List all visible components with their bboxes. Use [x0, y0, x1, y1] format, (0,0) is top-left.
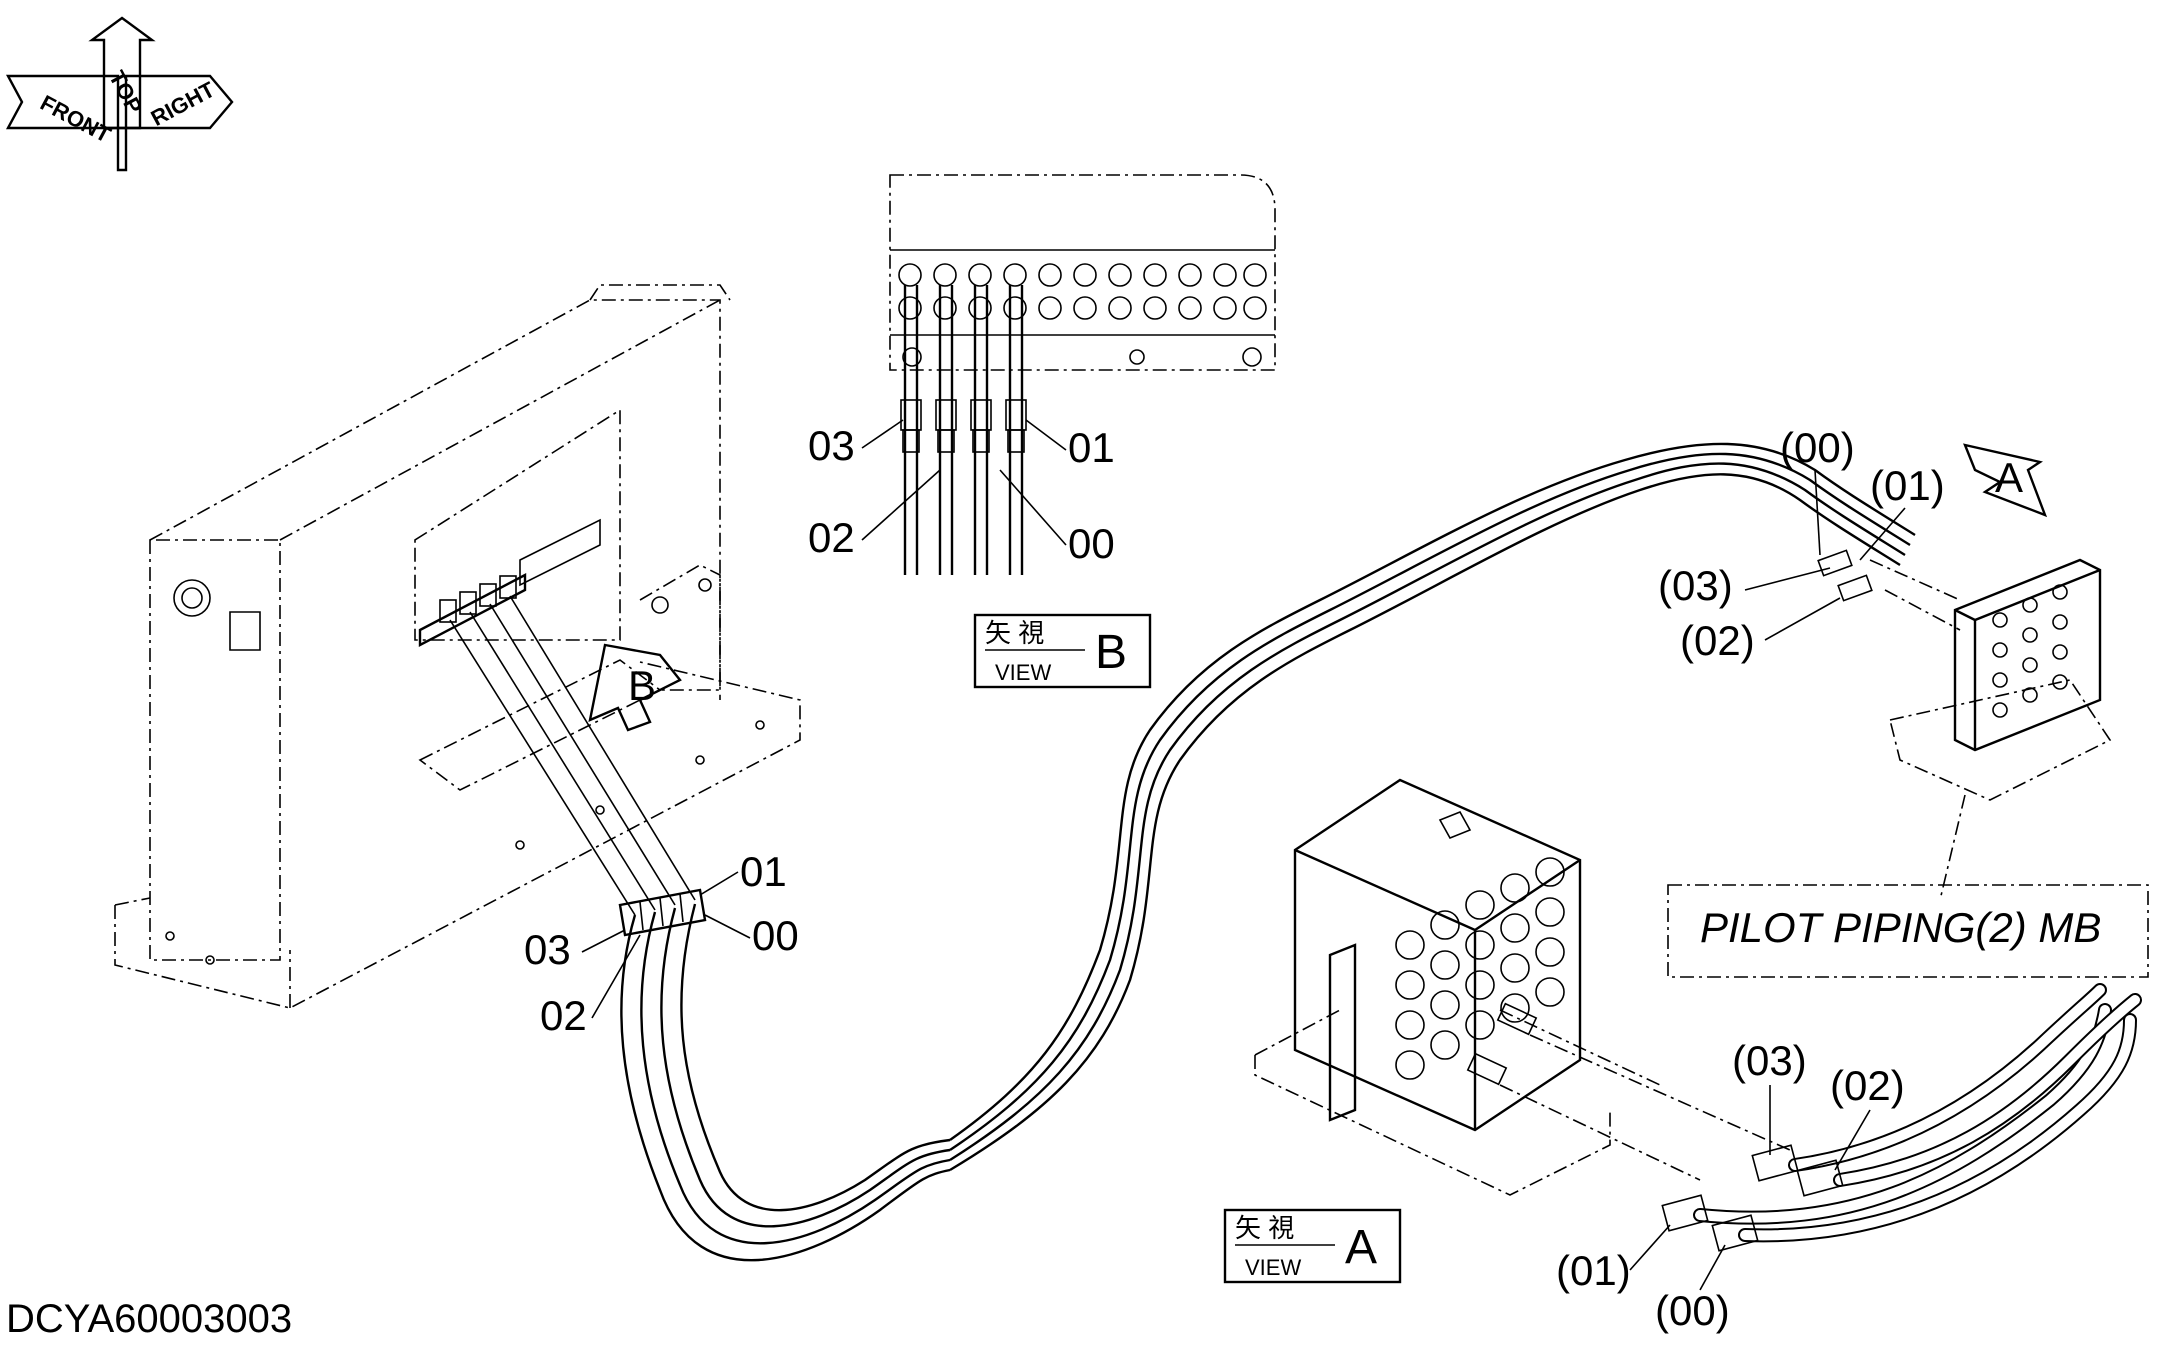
machine-housing — [114, 284, 801, 1009]
view-a-arrow-letter: A — [1995, 454, 2023, 501]
view-b-kanji: 矢 視 — [985, 618, 1044, 648]
valve-face-ports — [1395, 857, 1565, 1080]
mid-label-02: 02 — [540, 992, 587, 1039]
upper-label-01: (01) — [1870, 462, 1945, 509]
view-b-arrow-icon: B — [588, 643, 682, 732]
port-row-bottom — [898, 296, 1267, 320]
mid-labels: 01 00 03 02 — [524, 848, 799, 1039]
view-b-label-00: 00 — [1068, 520, 1115, 567]
upper-label-03: (03) — [1658, 562, 1733, 609]
view-b-label-03: 03 — [808, 422, 855, 469]
view-b-letter: B — [1095, 626, 1127, 679]
mid-label-00: 00 — [752, 912, 799, 959]
port-row-top — [898, 263, 1267, 287]
upper-valve-block — [1817, 549, 2112, 901]
lower-right-labels: (03) (02) (01) (00) — [1556, 1037, 1905, 1334]
main-control-valve — [1254, 778, 1791, 1196]
mid-label-01: 01 — [740, 848, 787, 895]
view-b-inset: 03 02 01 00 — [808, 174, 1276, 575]
housing-fitting-block — [418, 573, 527, 647]
view-b-caption: 矢 視 VIEW B — [973, 613, 1152, 689]
upper-label-00: (00) — [1780, 424, 1855, 471]
view-b-label-02: 02 — [808, 514, 855, 561]
lower-right-hoses — [1661, 983, 2142, 1252]
upper-right-labels: (00) (01) (03) (02) — [1658, 424, 1945, 664]
view-a-caption: 矢 視 VIEW A — [1223, 1208, 1402, 1284]
mid-label-03: 03 — [524, 926, 571, 973]
reference-box-text: PILOT PIPING(2) MB — [1700, 904, 2101, 951]
view-a-view-word: VIEW — [1245, 1255, 1301, 1280]
view-a-arrow-icon: A — [1963, 443, 2048, 518]
drawing-id: DCYA60003003 — [6, 1297, 292, 1341]
lower-label-01: (01) — [1556, 1247, 1631, 1294]
view-b-view-word: VIEW — [995, 660, 1051, 685]
view-b-label-01: 01 — [1068, 424, 1115, 471]
lower-label-02: (02) — [1830, 1062, 1905, 1109]
orientation-right-label: RIGHT — [147, 76, 220, 130]
upper-label-02: (02) — [1680, 617, 1755, 664]
lower-label-03: (03) — [1732, 1037, 1807, 1084]
upper-valve-ports — [1992, 584, 2068, 718]
view-b-arrow-letter: B — [628, 662, 656, 709]
hose-bundle — [449, 442, 1916, 1262]
orientation-arrow-icon: FRONT TOP RIGHT — [5, 16, 234, 172]
view-a-letter: A — [1345, 1221, 1377, 1274]
lower-label-00: (00) — [1655, 1287, 1730, 1334]
hose-clamp — [618, 888, 707, 937]
view-a-kanji: 矢 視 — [1235, 1213, 1294, 1243]
reference-box: PILOT PIPING(2) MB — [1667, 884, 2149, 978]
